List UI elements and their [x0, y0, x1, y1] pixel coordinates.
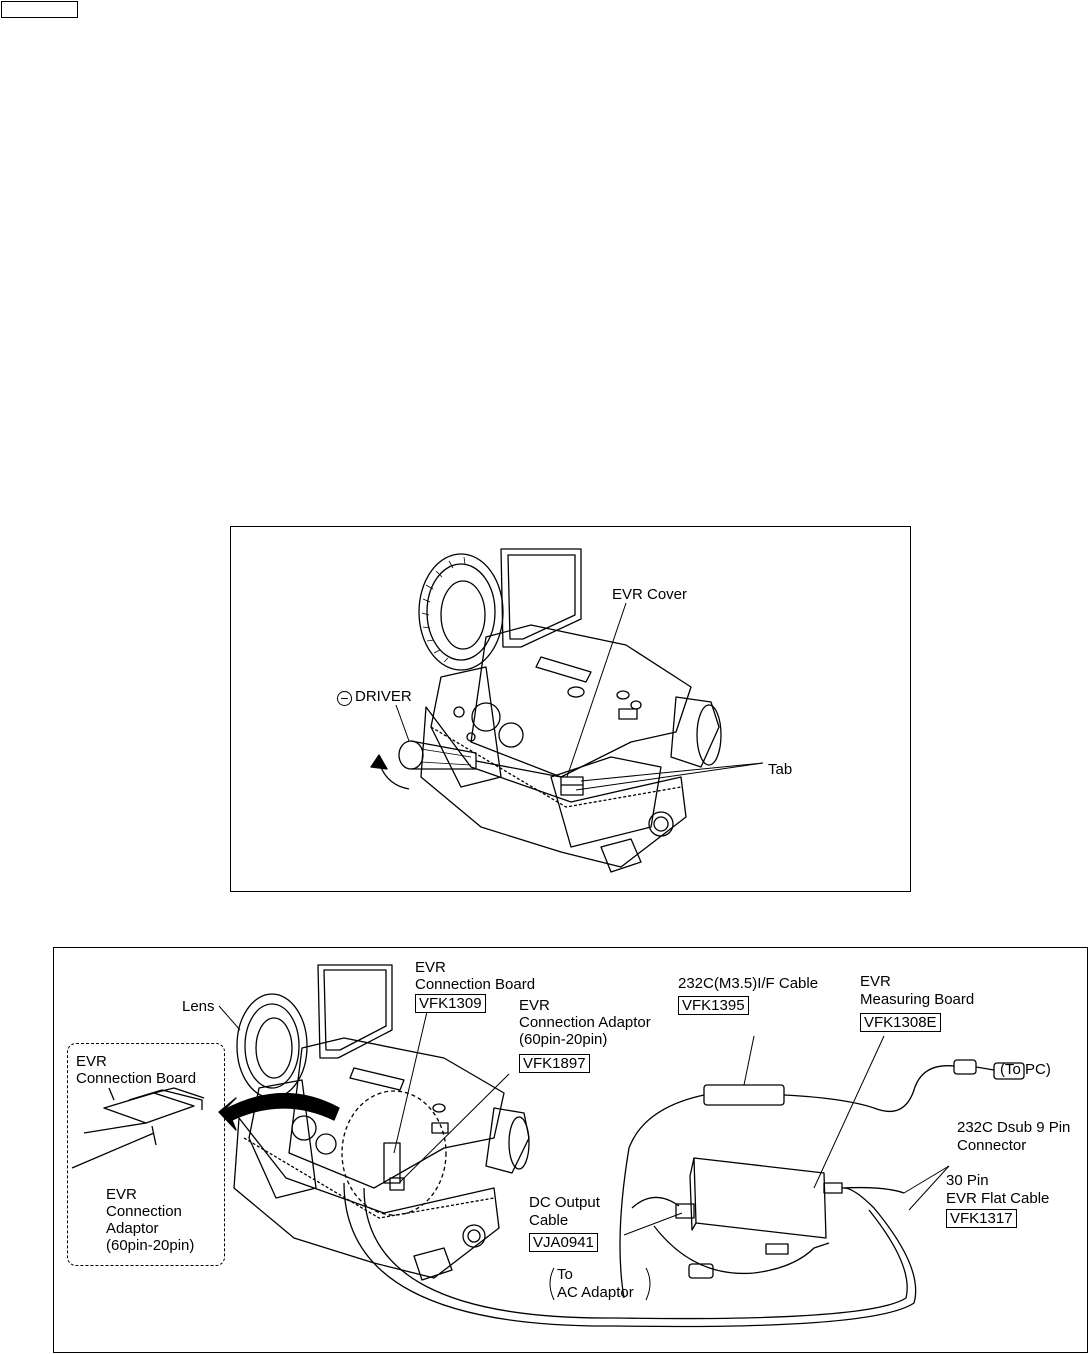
part-no-flat: VFK1317 [946, 1209, 1017, 1228]
leader-lens [218, 1005, 241, 1031]
leader-flat-1 [903, 1165, 950, 1194]
label-dc-1: DC Output [529, 1194, 600, 1211]
connection-adaptor [389, 1177, 405, 1191]
label-conn-adaptor-1: EVR [519, 997, 550, 1014]
label-inset-board-1: EVR [76, 1053, 107, 1070]
if-cable-ferrite [703, 1084, 785, 1106]
label-dc-2: Cable [529, 1212, 569, 1229]
label-flat-2: EVR Flat Cable [946, 1190, 1050, 1207]
inset-detail-box [67, 1043, 225, 1266]
minus-symbol-icon: − [337, 691, 352, 706]
camcorder-drawing-top [370, 548, 764, 873]
label-dsub-1: 232C Dsub 9 Pin [957, 1119, 1071, 1136]
label-flat-1: 30 Pin [946, 1172, 989, 1189]
connection-board [383, 1142, 401, 1184]
evr-cover-removal-figure: EVR Cover −DRIVER Tab [230, 526, 911, 892]
measuring-board [693, 1157, 827, 1239]
if-cable-left [619, 1094, 705, 1299]
leader-measuring [813, 1035, 885, 1189]
part-no-measuring: VFK1308E [860, 1013, 941, 1032]
leader-tab-2 [575, 762, 764, 791]
leader-dc [623, 1212, 683, 1236]
leader-conn-adaptor [398, 1073, 510, 1184]
leader-flat-2 [908, 1165, 950, 1211]
label-conn-board-2: Connection Board [415, 976, 536, 993]
label-tab: Tab [768, 761, 793, 778]
label-inset-adaptor-3: Adaptor [106, 1220, 159, 1237]
label-ac-2: AC Adaptor [557, 1284, 634, 1301]
part-no-dc: VJA0941 [529, 1233, 598, 1252]
label-evr-cover: EVR Cover [612, 586, 688, 603]
label-driver-text: DRIVER [355, 688, 412, 705]
part-no-conn-adaptor: VFK1897 [519, 1054, 590, 1073]
label-inset-adaptor-2: Connection [106, 1203, 182, 1220]
connection-drawing [71, 964, 1025, 1328]
label-conn-adaptor-2: Connection Adaptor [519, 1014, 651, 1031]
label-inset-adaptor-4: (60pin-20pin) [106, 1237, 195, 1254]
evr-cover-part [560, 776, 584, 796]
lcd-panel [500, 548, 582, 648]
inset-board-drawing [71, 1087, 205, 1169]
label-inset-adaptor-1: EVR [106, 1186, 137, 1203]
leader-driver [395, 704, 410, 742]
part-no-conn-board: VFK1309 [415, 994, 486, 1013]
label-conn-adaptor-3: (60pin-20pin) [519, 1031, 608, 1048]
label-driver: −DRIVER [337, 688, 412, 706]
label-lens: Lens [182, 998, 215, 1015]
label-if-cable: 232C(M3.5)I/F Cable [678, 975, 819, 992]
flat-cable [343, 1182, 917, 1328]
label-measuring-1: EVR [860, 973, 891, 990]
leader-tab-1 [580, 762, 764, 782]
label-to-pc: (To PC) [1000, 1061, 1051, 1078]
lcd-panel [317, 964, 393, 1059]
connection-area-circle [341, 1090, 447, 1216]
dc-plug [675, 1203, 695, 1219]
label-measuring-2: Measuring Board [860, 991, 975, 1008]
evr-connection-figure: Lens EVR Connection Board VFK1309 EVR Co… [53, 947, 1088, 1353]
label-ac-1: To [557, 1266, 573, 1283]
insert-arrow [218, 1092, 340, 1131]
label-dsub-2: Connector [957, 1137, 1027, 1154]
lens-ring [418, 553, 504, 671]
label-conn-board-1: EVR [415, 959, 446, 976]
leader-conn-board [393, 1002, 430, 1154]
part-no-if-cable: VFK1395 [678, 996, 749, 1015]
leader-evr-cover [566, 602, 627, 778]
screwdriver [398, 740, 562, 778]
dsub-connector [993, 1062, 1025, 1080]
page-header-box [1, 1, 78, 18]
label-inset-board-2: Connection Board [76, 1070, 197, 1087]
lens-ring [236, 993, 308, 1099]
